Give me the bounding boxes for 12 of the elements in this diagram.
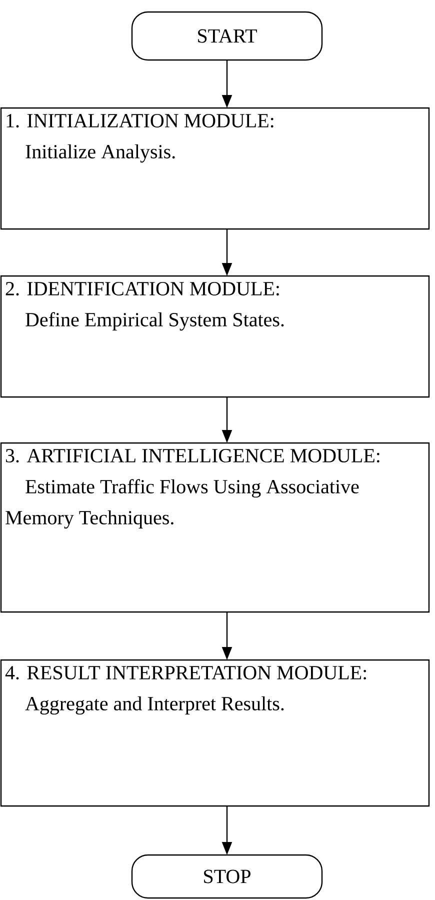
- module-heading: 2. IDENTIFICATION MODULE:: [6, 282, 279, 296]
- process-box: [0, 107, 430, 230]
- module-heading: 3. ARTIFICIAL INTELLIGENCE MODULE:: [6, 449, 380, 463]
- module-description: Estimate Traffic Flows Using Associative Memory Techniques.: [6, 479, 359, 529]
- module-description: Define Empirical System States.: [26, 312, 284, 331]
- module-heading: 4. RESULT INTERPRETATION MODULE:: [5, 666, 366, 680]
- module-description: Aggregate and Interpret Results.: [25, 696, 284, 715]
- process-box: [0, 659, 430, 807]
- module-heading: 1. INITIALIZATION MODULE:: [6, 114, 274, 128]
- module-description: Initialize Analysis.: [26, 144, 175, 163]
- process-box: [0, 442, 430, 613]
- process-box: [0, 275, 430, 398]
